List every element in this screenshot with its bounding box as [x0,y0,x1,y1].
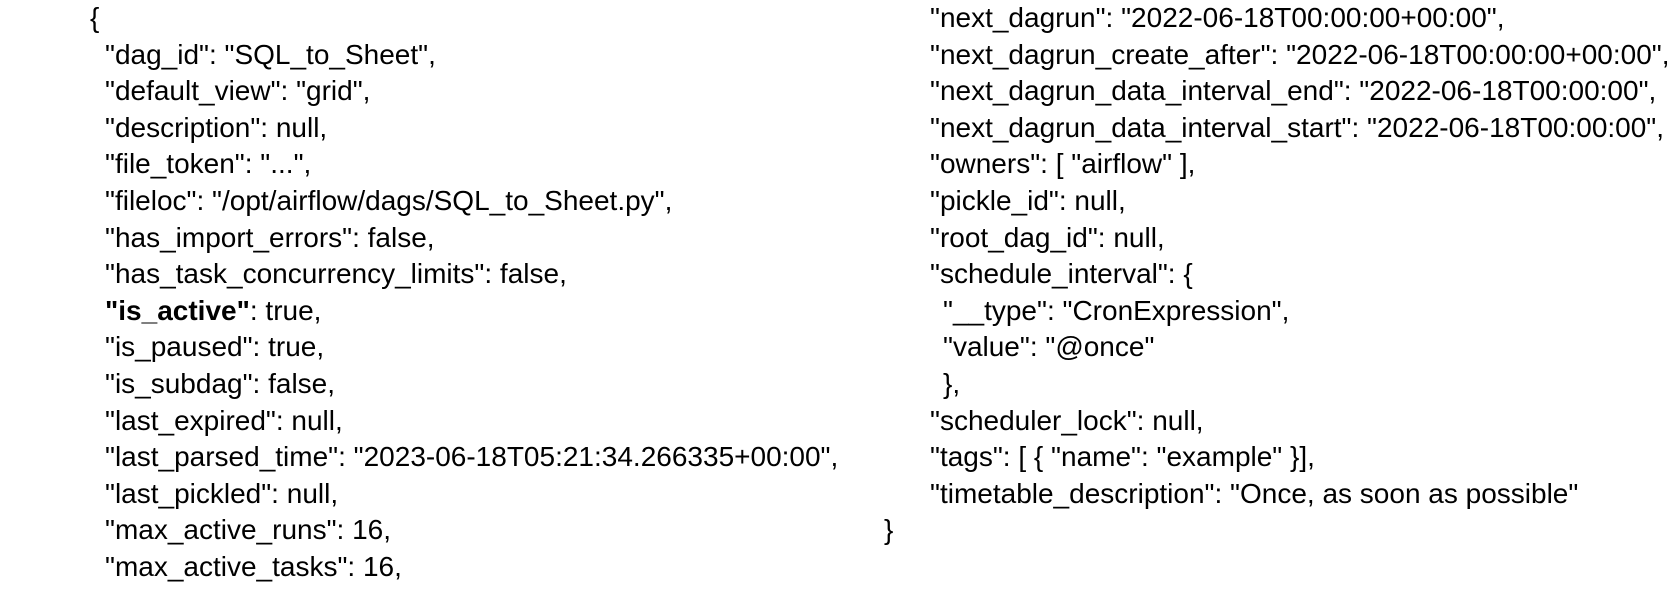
json-text: "file_token": "...", [105,148,312,180]
json-line: "max_active_tasks": 16, [90,549,838,586]
json-line: { [90,0,838,37]
json-text: "__type": "CronExpression", [943,294,1290,326]
json-column-left: {"dag_id": "SQL_to_Sheet", "default_view"… [90,0,838,586]
json-line: } [884,512,1670,549]
json-line: "next_dagrun_create_after": "2022-06-18T… [884,37,1670,74]
json-text: "next_dagrun": "2022-06-18T00:00:00+00:0… [930,2,1505,33]
json-text: "has_import_errors": false, [105,221,435,253]
json-text: "timetable_description": "Once, as soon … [930,477,1579,509]
json-line: "description": null, [90,110,838,147]
json-line: "__type": "CronExpression", [884,293,1670,330]
json-column-right: "next_dagrun": "2022-06-18T00:00:00+00:0… [884,0,1670,549]
json-text: "max_active_tasks": 16, [105,550,402,582]
json-line: "file_token": "...", [90,146,838,183]
json-text: "last_parsed_time": "2023-06-18T05:21:34… [105,441,839,473]
json-line: "fileloc": "/opt/airflow/dags/SQL_to_She… [90,183,838,220]
json-text: { [90,2,100,33]
json-line: "is_subdag": false, [90,366,838,403]
json-text: "default_view": "grid", [105,75,371,107]
json-line: "next_dagrun": "2022-06-18T00:00:00+00:0… [884,0,1670,37]
json-line: "next_dagrun_data_interval_start": "2022… [884,110,1670,147]
json-line: "value": "@once" [884,329,1670,366]
json-text: "next_dagrun_data_interval_start": "2022… [930,111,1665,143]
json-line: "timetable_description": "Once, as soon … [884,476,1670,513]
json-line: "schedule_interval": { [884,256,1670,293]
json-line: "owners": [ "airflow" ], [884,146,1670,183]
json-line: "has_import_errors": false, [90,220,838,257]
json-line: "next_dagrun_data_interval_end": "2022-0… [884,73,1670,110]
json-text: "schedule_interval": { [930,258,1193,290]
json-text: "value": "@once" [943,331,1155,363]
json-text: "last_pickled": null, [105,477,339,509]
json-line: "last_pickled": null, [90,476,838,513]
json-text: "owners": [ "airflow" ], [930,148,1196,180]
json-line: "is_active": true, [90,293,838,330]
json-line: "default_view": "grid", [90,73,838,110]
json-text: "scheduler_lock": null, [930,404,1204,436]
json-text: "has_task_concurrency_limits": false, [105,258,567,290]
json-key-bold: "is_active" [105,294,250,326]
json-line: "has_task_concurrency_limits": false, [90,256,838,293]
json-line: "last_expired": null, [90,403,838,440]
json-line: "is_paused": true, [90,329,838,366]
json-line: "max_active_runs": 16, [90,512,838,549]
json-line: }, [884,366,1670,403]
json-text: "tags": [ { "name": "example" }], [930,441,1315,473]
json-text: "dag_id": "SQL_to_Sheet", [105,38,436,70]
json-line: "dag_id": "SQL_to_Sheet", [90,37,838,74]
json-text: } [884,514,894,546]
json-text: }, [943,367,961,399]
json-text: "next_dagrun_data_interval_end": "2022-0… [930,75,1657,107]
json-line: "tags": [ { "name": "example" }], [884,439,1670,476]
json-line: "root_dag_id": null, [884,220,1670,257]
json-text: "root_dag_id": null, [930,221,1165,253]
json-text: "is_paused": true, [105,331,325,363]
json-line: "last_parsed_time": "2023-06-18T05:21:34… [90,439,838,476]
json-text: "description": null, [105,111,328,143]
json-line: "scheduler_lock": null, [884,403,1670,440]
json-text: "fileloc": "/opt/airflow/dags/SQL_to_She… [105,184,673,216]
json-text: "last_expired": null, [105,404,343,436]
json-line: "pickle_id": null, [884,183,1670,220]
json-text: "max_active_runs": 16, [105,514,392,546]
json-text: "pickle_id": null, [930,184,1126,216]
json-text: : true, [249,294,322,326]
json-text: "is_subdag": false, [105,367,336,399]
json-text: "next_dagrun_create_after": "2022-06-18T… [930,38,1670,70]
